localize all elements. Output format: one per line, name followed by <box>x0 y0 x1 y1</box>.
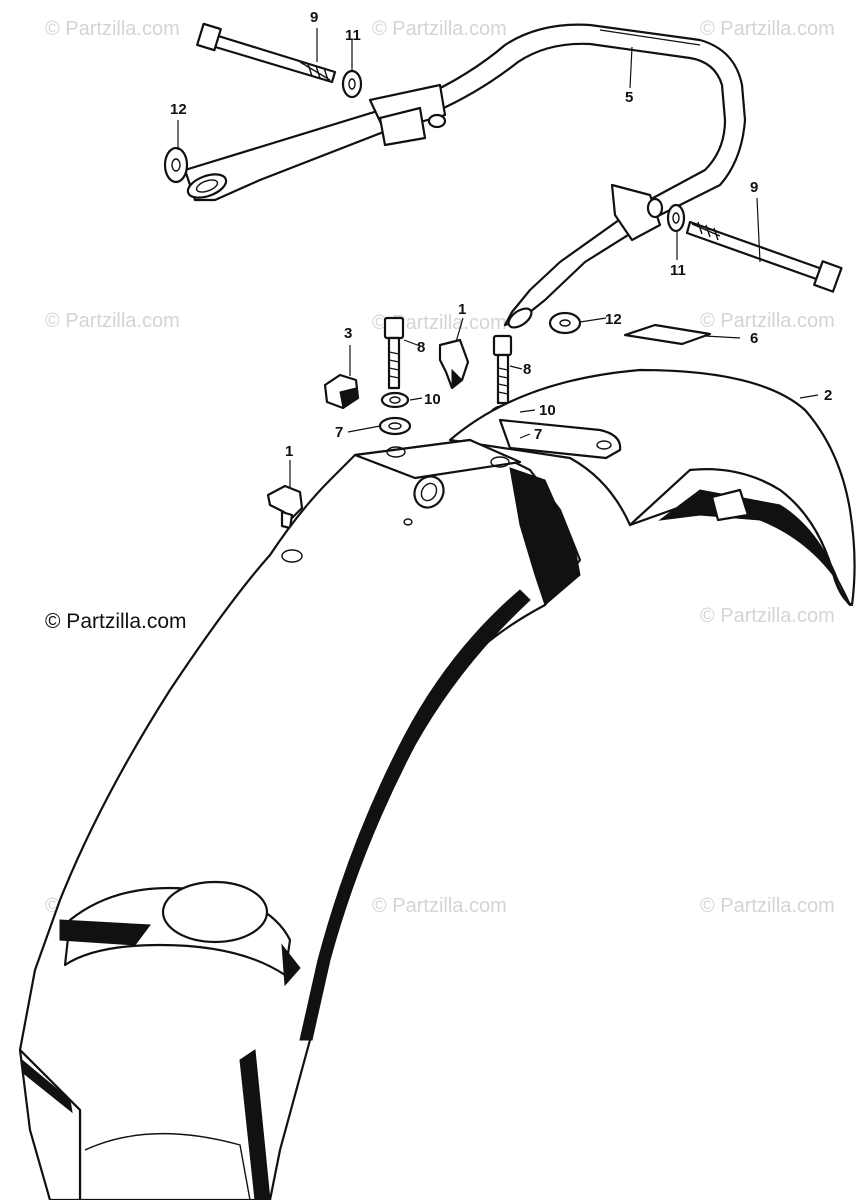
washer-12-right <box>548 311 582 335</box>
callout-6: 6 <box>750 330 758 347</box>
watermark: © Partzilla.com <box>700 895 835 917</box>
watermark: © Partzilla.com <box>372 312 507 334</box>
callout-8-right: 8 <box>523 361 531 378</box>
watermark: © Partzilla.com <box>700 605 835 627</box>
bolt-8-right <box>492 334 513 405</box>
pad-6 <box>623 323 712 346</box>
callout-2: 2 <box>824 387 832 404</box>
callout-5: 5 <box>625 89 633 106</box>
callout-11-top: 11 <box>345 27 361 44</box>
callout-9-top: 9 <box>310 9 318 26</box>
watermark: © Partzilla.com <box>45 310 180 332</box>
callout-8-left: 8 <box>417 339 425 356</box>
clip-1-upper <box>438 338 470 390</box>
washer-12-left <box>163 146 189 184</box>
watermark: © Partzilla.com <box>372 895 507 917</box>
watermark: © Partzilla.com <box>700 310 835 332</box>
watermark-prominent: © Partzilla.com <box>45 610 187 633</box>
callout-3: 3 <box>344 325 352 342</box>
bolt-8-left <box>383 316 405 390</box>
callout-10-right: 10 <box>539 402 556 419</box>
washer-11-right <box>666 203 686 233</box>
bolt-right <box>685 220 843 293</box>
callout-12-right: 12 <box>605 311 622 328</box>
callout-labels: 9 11 12 5 9 11 12 6 3 1 8 8 10 10 7 7 2 … <box>170 9 832 460</box>
rear-fender <box>448 368 856 607</box>
callout-1-upper: 1 <box>458 301 466 318</box>
watermark: © Partzilla.com <box>372 18 507 40</box>
washer-10-left <box>380 391 410 409</box>
watermark: © Partzilla.com <box>700 18 835 40</box>
callout-11-right: 11 <box>670 262 686 279</box>
callout-7-left: 7 <box>335 424 343 441</box>
nut-3 <box>323 373 360 410</box>
washer-11-upper <box>341 69 363 99</box>
leader-lines <box>177 28 819 488</box>
callout-10-left: 10 <box>424 391 441 408</box>
front-fender <box>18 438 582 1200</box>
bolt-upper <box>196 22 337 84</box>
watermark: © Partzilla.com <box>45 18 180 40</box>
callout-1-left: 1 <box>285 443 293 460</box>
grab-rail <box>183 23 747 329</box>
callout-12-left: 12 <box>170 101 187 118</box>
washer-7-left <box>378 416 412 436</box>
callout-7-right: 7 <box>534 426 542 443</box>
callout-9-right: 9 <box>750 179 758 196</box>
